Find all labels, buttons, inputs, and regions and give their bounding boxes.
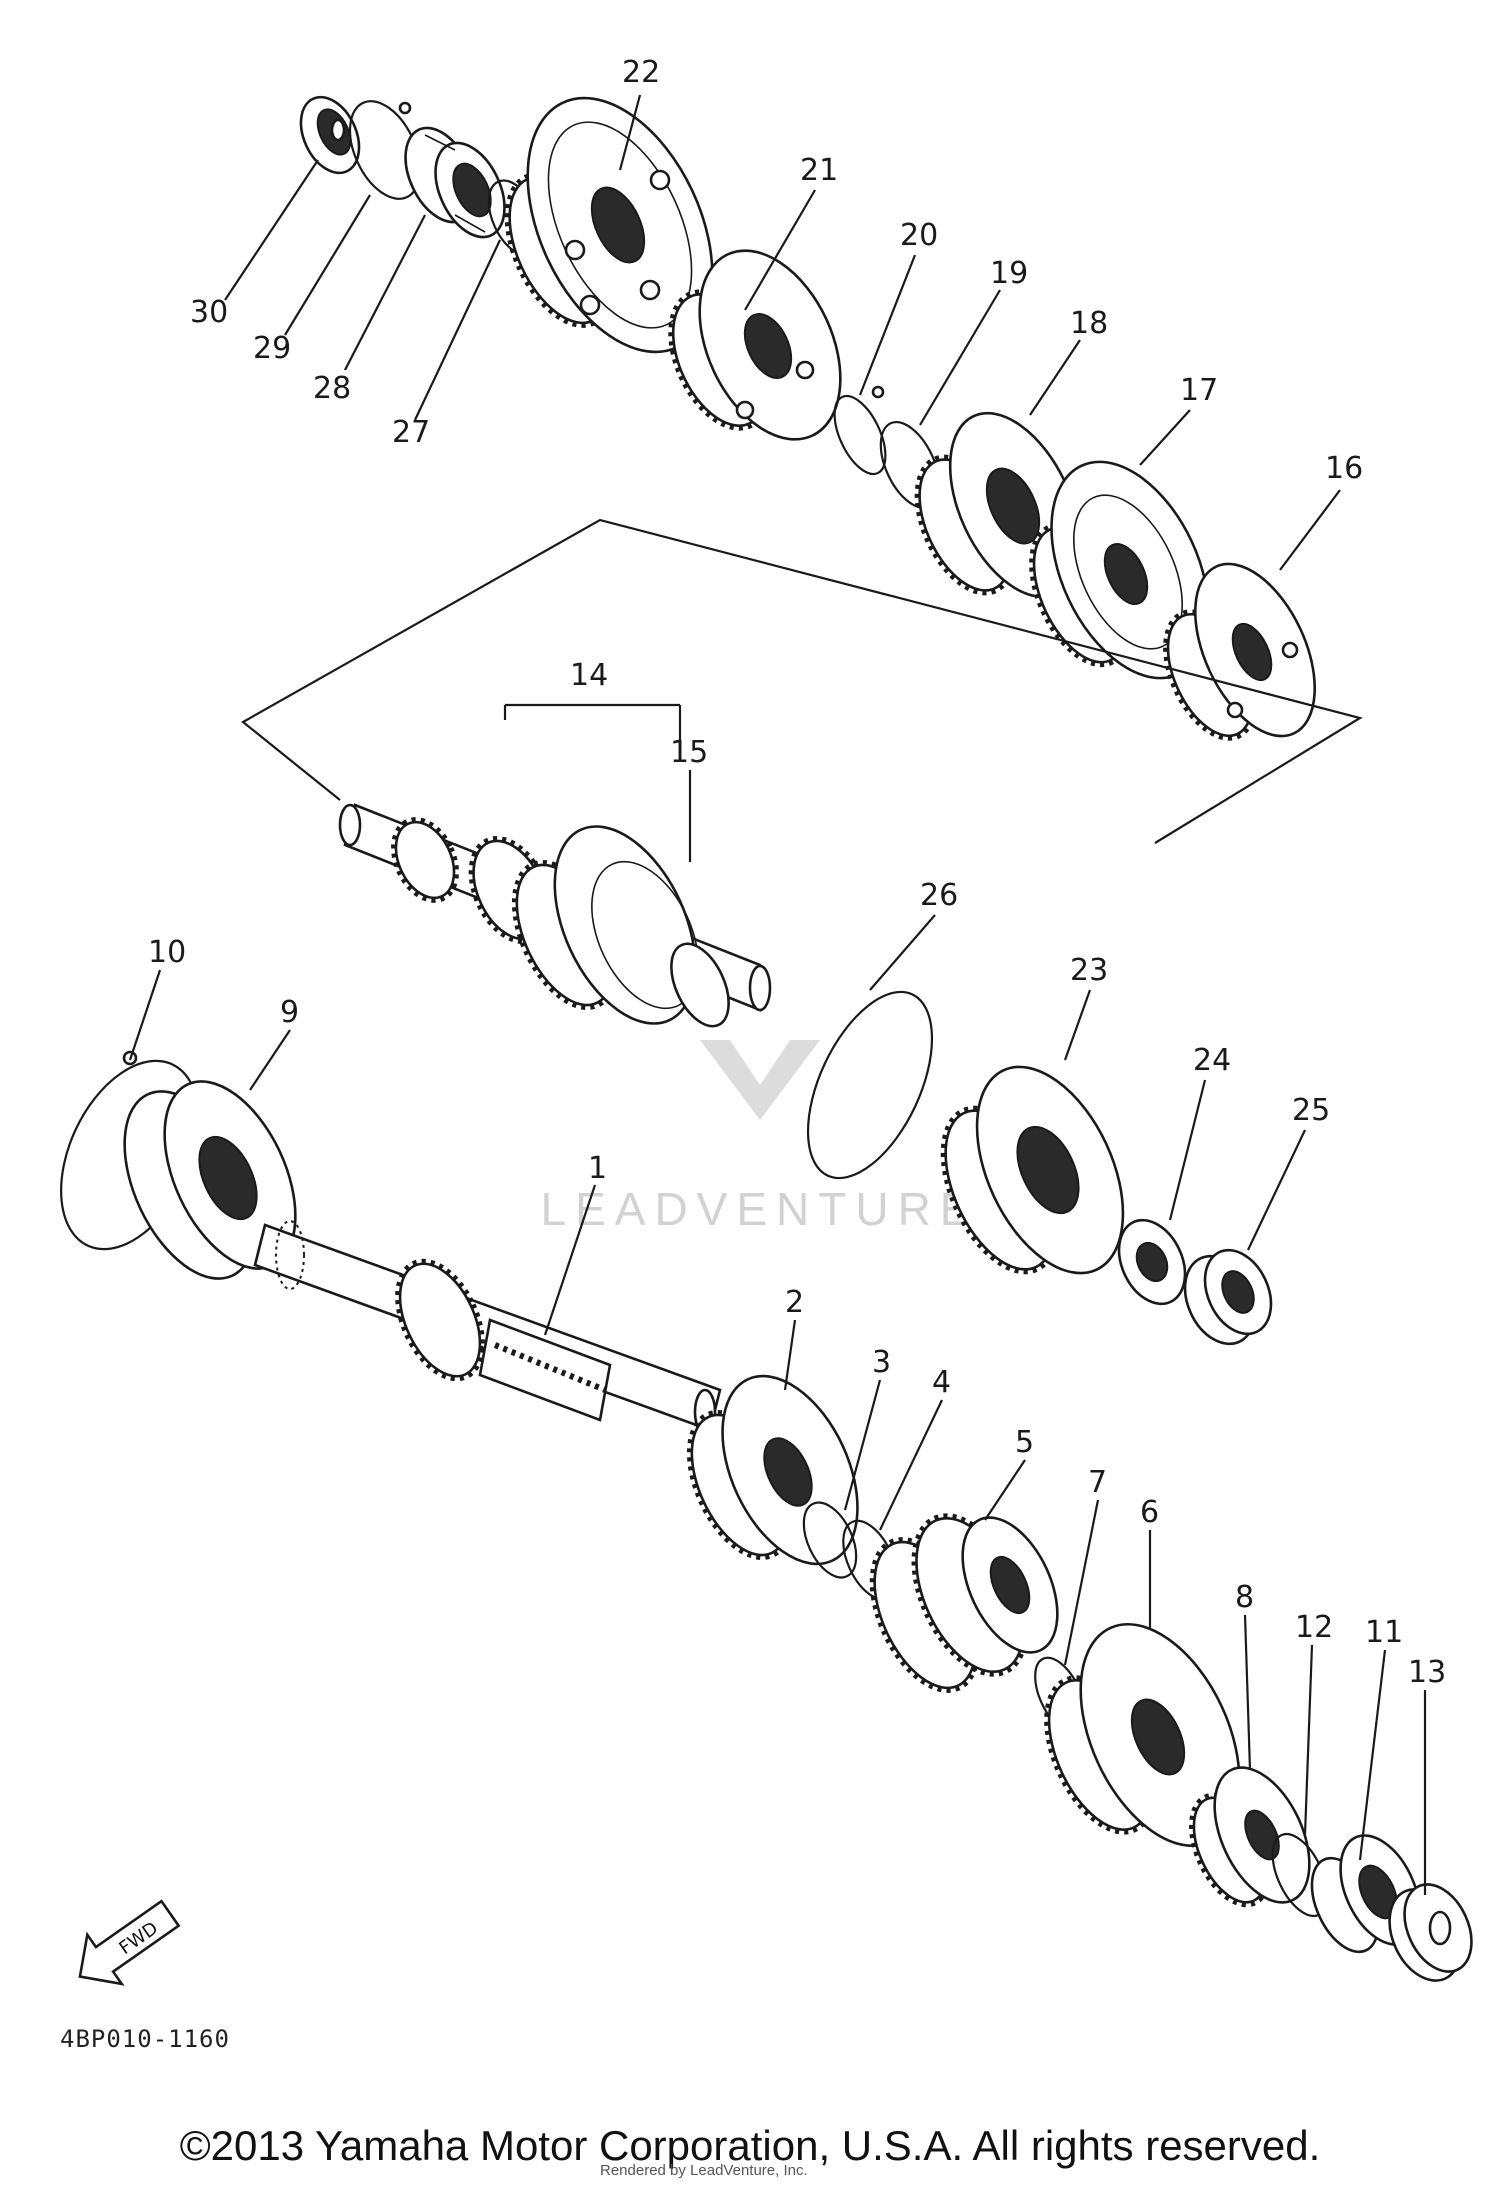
label-10: 10 <box>148 935 186 970</box>
part-2-gear <box>686 1374 859 1566</box>
label-30: 30 <box>190 295 228 330</box>
part-30-oil-seal <box>299 95 361 175</box>
diagram-reference-code: 4BP010-1160 <box>60 2025 230 2053</box>
part-6-gear <box>1044 1622 1241 1848</box>
part-8-gear <box>1189 1766 1311 1908</box>
label-22: 22 <box>622 55 660 90</box>
part-20-circlip <box>833 385 887 476</box>
label-21: 21 <box>800 153 838 188</box>
part-26-circlip <box>806 990 934 1180</box>
part-23-gear <box>940 1065 1125 1275</box>
label-3: 3 <box>872 1345 891 1380</box>
part-5-gear <box>869 1513 1059 1693</box>
part-21-gear <box>668 249 842 441</box>
label-23: 23 <box>1070 953 1108 988</box>
watermark-text: LEADVENTURE <box>541 1183 980 1235</box>
label-6: 6 <box>1140 1495 1159 1530</box>
part-1-drive-axle <box>253 1220 722 1436</box>
label-1: 1 <box>588 1151 607 1186</box>
label-16: 16 <box>1325 451 1363 486</box>
label-26: 26 <box>920 878 958 913</box>
label-12: 12 <box>1295 1610 1333 1645</box>
fwd-arrow-icon: FWD <box>78 1899 181 1986</box>
label-20: 20 <box>900 218 938 253</box>
label-11: 11 <box>1365 1615 1403 1650</box>
main-axle-assembly-box <box>241 518 1363 844</box>
label-15: 15 <box>670 735 708 770</box>
label-25: 25 <box>1292 1093 1330 1128</box>
label-4: 4 <box>932 1365 951 1400</box>
part-9-bearing <box>123 1080 297 1280</box>
part-22-gear <box>504 96 714 354</box>
label-27: 27 <box>392 415 430 450</box>
label-17: 17 <box>1180 373 1218 408</box>
rendered-by-credit: Rendered by LeadVenture, Inc. <box>600 2162 808 2179</box>
part-16-gear <box>1163 562 1317 741</box>
label-2: 2 <box>785 1285 804 1320</box>
part-15-main-axle <box>338 803 772 1028</box>
part-11-bearing <box>1310 1834 1421 1954</box>
label-24: 24 <box>1193 1043 1231 1078</box>
part-25-nut <box>1183 1248 1273 1346</box>
label-9: 9 <box>280 995 299 1030</box>
part-3-washer <box>802 1501 858 1579</box>
label-19: 19 <box>990 256 1028 291</box>
label-5: 5 <box>1015 1425 1034 1460</box>
label-7: 7 <box>1088 1465 1107 1500</box>
watermark: LEADVENTURE <box>541 1040 980 1235</box>
label-8: 8 <box>1235 1580 1254 1615</box>
label-13: 13 <box>1408 1655 1446 1690</box>
label-14: 14 <box>570 658 608 693</box>
part-24-lock-washer <box>1117 1218 1187 1306</box>
label-28: 28 <box>313 371 351 406</box>
part-labels: 30 29 28 27 22 21 20 19 18 17 16 14 15 2… <box>148 55 1446 1690</box>
part-13-oil-seal <box>1388 1883 1473 1982</box>
label-29: 29 <box>253 331 291 366</box>
label-18: 18 <box>1070 306 1108 341</box>
copyright-notice: ©2013 Yamaha Motor Corporation, U.S.A. A… <box>179 2122 1321 2169</box>
leader-lines <box>128 94 1427 1895</box>
part-28-bearing <box>404 126 506 239</box>
